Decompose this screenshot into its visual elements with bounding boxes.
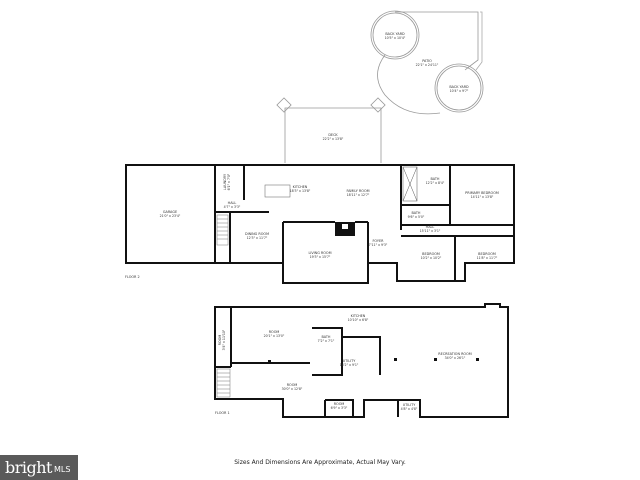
logo-brand: bright: [5, 458, 52, 477]
dims-utility-2: 4'8" x 4'8": [401, 407, 418, 411]
kitchen-island: [264, 184, 291, 198]
dims-room-f1-1: 20'1" x 13'0": [264, 334, 285, 338]
label-bedroom-2: BEDROOM: [478, 252, 496, 256]
label-room-strip: ROOM: [218, 335, 222, 346]
floor-2-label: FLOOR 2: [125, 275, 140, 279]
exterior-labels: BACK YARD 10'5" x 10'4" PATIO 22'1" x 24…: [323, 32, 469, 141]
dims-family-room: 18'11" x 12'7": [347, 193, 370, 197]
label-utility-1: UTILITY: [343, 359, 357, 363]
floor-2-labels: GARAGE 21'0" x 23'4" LAUNDRY 6'1" x 7'0"…: [125, 173, 499, 279]
label-hall-f2: HALL: [228, 201, 237, 205]
bright-mls-logo: bright MLS: [0, 455, 78, 480]
label-recreation-room: RECREATION ROOM: [438, 352, 471, 356]
label-family-room: FAMILY ROOM: [346, 189, 369, 193]
dims-room-f1-3: 6'9" x 3'3": [331, 406, 348, 410]
dims-bath-1: 12'2" x 8'4": [426, 181, 445, 185]
floor-2-walls: [125, 164, 515, 284]
dims-backyard-1: 10'5" x 10'4": [385, 36, 406, 40]
label-utility-2: UTILITY: [403, 403, 417, 407]
label-hall-2: HALL: [426, 225, 435, 229]
dims-backyard-2: 10'4" x 9'7": [450, 89, 469, 93]
label-bath-1: BATH: [430, 177, 439, 181]
exterior-areas: [276, 10, 484, 163]
label-patio: PATIO: [422, 59, 432, 63]
dims-bedroom-2: 11'8" x 11'7": [477, 256, 498, 260]
label-dining-room: DINING ROOM: [245, 232, 269, 236]
dims-deck: 22'2" x 13'8": [323, 137, 344, 141]
label-foyer: FOYER: [372, 239, 384, 243]
dims-laundry: 6'1" x 7'0": [227, 173, 231, 190]
label-kitchen-f1: KITCHEN: [351, 314, 366, 318]
dims-utility-1: 16'2" x 9'1": [340, 363, 359, 367]
dims-recreation-room: 34'0" x 26'1": [445, 356, 466, 360]
label-laundry: LAUNDRY: [223, 173, 227, 190]
floor-1-labels: ROOM 3'4" x 11'10" ROOM 20'1" x 13'0" KI…: [215, 314, 472, 415]
dims-bath-f1: 7'2" x 7'1": [318, 339, 335, 343]
dims-hall-f2: 4'7" x 3'3": [224, 205, 241, 209]
label-room-f1-2: ROOM: [287, 383, 298, 387]
label-garage: GARAGE: [163, 210, 177, 214]
dims-living-room: 19'3" x 15'7": [310, 255, 331, 259]
dims-hall-2: 15'11" x 3'1": [420, 229, 441, 233]
label-backyard-2: BACK YARD: [449, 85, 469, 89]
fireplace-opening: [342, 224, 348, 229]
floor-1-label: FLOOR 1: [215, 411, 230, 415]
label-bedroom-1: BEDROOM: [422, 252, 440, 256]
stairs-floor-2: [216, 214, 229, 246]
label-backyard-1: BACK YARD: [385, 32, 405, 36]
support-columns: [268, 358, 479, 363]
dims-foyer: 7'11" x 9'3": [369, 243, 388, 247]
dims-garage: 21'0" x 23'4": [160, 214, 181, 218]
logo-suffix: MLS: [53, 465, 71, 474]
label-living-room: LIVING ROOM: [308, 251, 331, 255]
stairs-floor-1: [216, 368, 231, 398]
shower: [402, 166, 418, 202]
dims-kitchen-f1: 10'10" x 6'8": [348, 318, 369, 322]
label-bath-f1: BATH: [321, 335, 330, 339]
dims-kitchen-f2: 18'3" x 13'8": [290, 189, 311, 193]
dims-bath-2: 9'6" x 5'0": [408, 215, 425, 219]
dims-primary-bedroom: 14'11" x 13'8": [471, 195, 494, 199]
floor-1-walls: [214, 303, 509, 418]
label-deck: DECK: [328, 133, 338, 137]
label-bath-2: BATH: [411, 211, 420, 215]
label-primary-bedroom: PRIMARY BEDROOM: [465, 191, 499, 195]
label-room-f1-1: ROOM: [269, 330, 280, 334]
dims-bedroom-1: 10'2" x 10'2": [421, 256, 442, 260]
dims-dining-room: 12'3" x 11'7": [247, 236, 268, 240]
dims-room-f1-2: 30'0" x 12'8": [282, 387, 303, 391]
label-kitchen-f2: KITCHEN: [293, 185, 308, 189]
disclaimer-caption: Sizes And Dimensions Are Approximate, Ac…: [234, 459, 406, 466]
label-room-f1-3: ROOM: [334, 402, 345, 406]
dims-room-strip: 3'4" x 11'10": [222, 329, 226, 350]
dims-patio: 22'1" x 24'11": [416, 63, 439, 67]
